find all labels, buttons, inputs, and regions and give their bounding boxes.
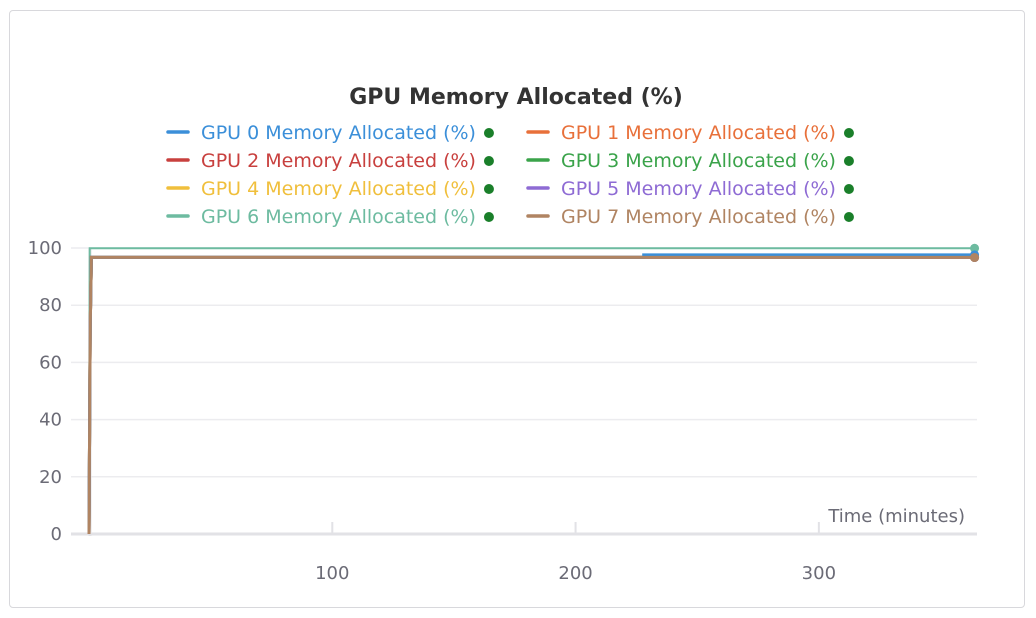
- legend-label: GPU 0 Memory Allocated (%): [201, 122, 476, 144]
- legend-label: GPU 4 Memory Allocated (%): [201, 178, 476, 200]
- series-line: [87, 253, 975, 535]
- y-tick-label: 0: [51, 524, 62, 545]
- legend-item[interactable]: GPU 4 Memory Allocated (%): [166, 178, 494, 200]
- legend-label: GPU 6 Memory Allocated (%): [201, 206, 476, 228]
- series-line: [87, 255, 975, 535]
- status-dot-icon: [843, 184, 854, 194]
- x-tick-label: 100: [315, 563, 349, 584]
- legend-label: GPU 2 Memory Allocated (%): [201, 150, 476, 172]
- x-axis-label: Time (minutes): [827, 506, 965, 527]
- chart-title: GPU Memory Allocated (%): [349, 85, 683, 110]
- series-line: [87, 255, 975, 535]
- legend-label: GPU 5 Memory Allocated (%): [561, 178, 836, 200]
- status-dot-icon: [483, 128, 494, 138]
- legend-item[interactable]: GPU 2 Memory Allocated (%): [166, 150, 494, 172]
- legend-item[interactable]: GPU 5 Memory Allocated (%): [526, 178, 854, 200]
- chart-panel: [9, 10, 1025, 608]
- y-tick-label: 40: [39, 410, 62, 431]
- series-endpoint: [970, 252, 980, 262]
- series-line: [87, 255, 975, 535]
- status-dot-icon: [843, 128, 854, 138]
- legend-label: GPU 1 Memory Allocated (%): [561, 122, 836, 144]
- y-tick-label: 80: [39, 295, 62, 316]
- legend-item[interactable]: GPU 0 Memory Allocated (%): [166, 122, 494, 144]
- x-tick-label: 200: [558, 563, 592, 584]
- legend-label: GPU 3 Memory Allocated (%): [561, 150, 836, 172]
- legend-item[interactable]: GPU 3 Memory Allocated (%): [526, 150, 854, 172]
- legend-item[interactable]: GPU 6 Memory Allocated (%): [166, 206, 494, 228]
- y-tick-label: 60: [39, 352, 62, 373]
- legend-label: GPU 7 Memory Allocated (%): [561, 206, 836, 228]
- legend-item[interactable]: GPU 1 Memory Allocated (%): [526, 122, 854, 144]
- series-line: [88, 247, 975, 535]
- series-line: [87, 255, 975, 535]
- legend-item[interactable]: GPU 7 Memory Allocated (%): [526, 206, 854, 228]
- series-endpoint: [970, 243, 980, 253]
- status-dot-icon: [483, 156, 494, 166]
- series-line: [87, 255, 975, 535]
- y-tick-label: 100: [28, 238, 62, 259]
- x-tick-label: 300: [802, 563, 836, 584]
- series-line: [87, 255, 975, 535]
- status-dot-icon: [483, 184, 494, 194]
- status-dot-icon: [843, 212, 854, 222]
- status-dot-icon: [843, 156, 854, 166]
- y-tick-label: 20: [39, 467, 62, 488]
- status-dot-icon: [483, 212, 494, 222]
